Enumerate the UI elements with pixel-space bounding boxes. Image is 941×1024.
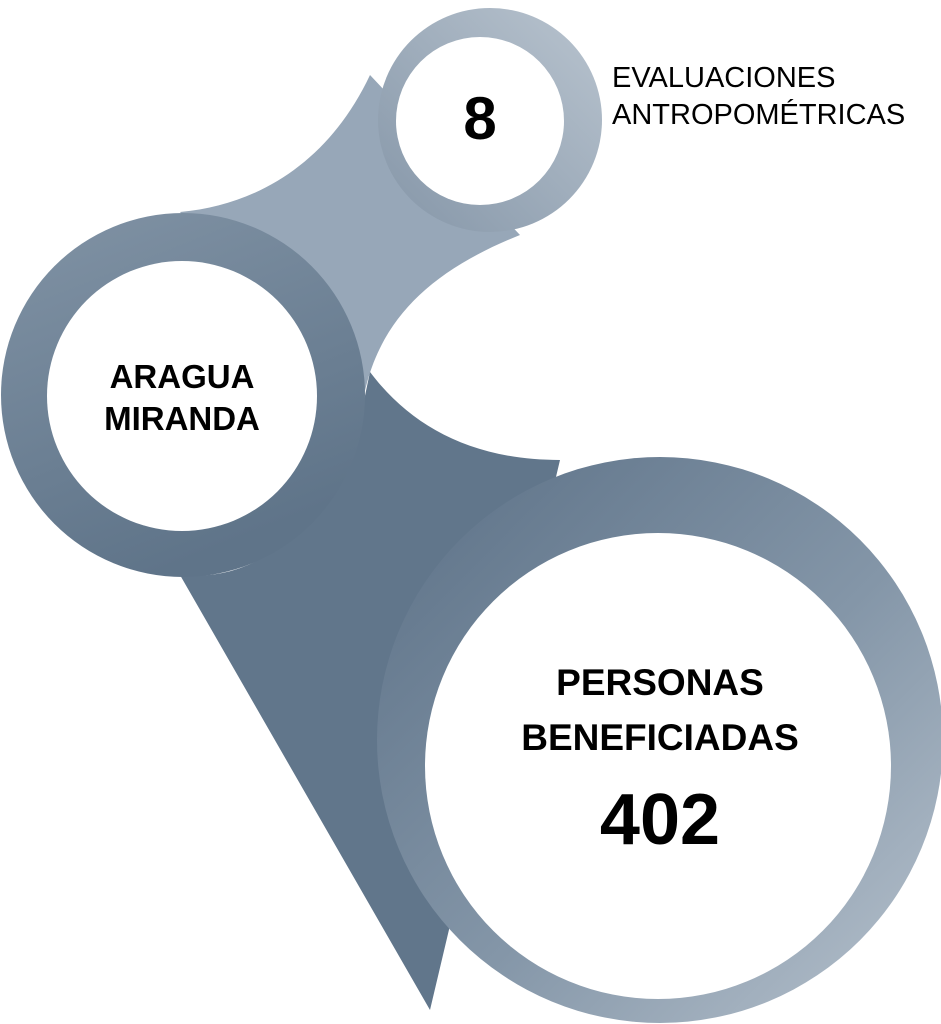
- evaluations-count: 8: [463, 85, 497, 152]
- top-circle: [396, 37, 564, 205]
- evaluations-label: EVALUACIONES ANTROPOMÉTRICAS: [612, 60, 905, 134]
- beneficiaries-label: PERSONAS BENEFICIADAS: [427, 655, 893, 765]
- middle-circle: [47, 261, 317, 531]
- bottom-circle: [425, 533, 891, 999]
- states-label-line1: ARAGUA: [109, 358, 255, 395]
- states-label: ARAGUA MIRANDA: [47, 356, 317, 440]
- states-label-line2: MIRANDA: [104, 400, 260, 437]
- beneficiaries-label-line2: BENEFICIADAS: [521, 717, 799, 758]
- evaluations-label-line1: EVALUACIONES: [612, 62, 836, 94]
- beneficiaries-count: 402: [599, 780, 721, 860]
- evaluations-label-line2: ANTROPOMÉTRICAS: [612, 99, 906, 131]
- beneficiaries-label-line1: PERSONAS: [556, 662, 764, 703]
